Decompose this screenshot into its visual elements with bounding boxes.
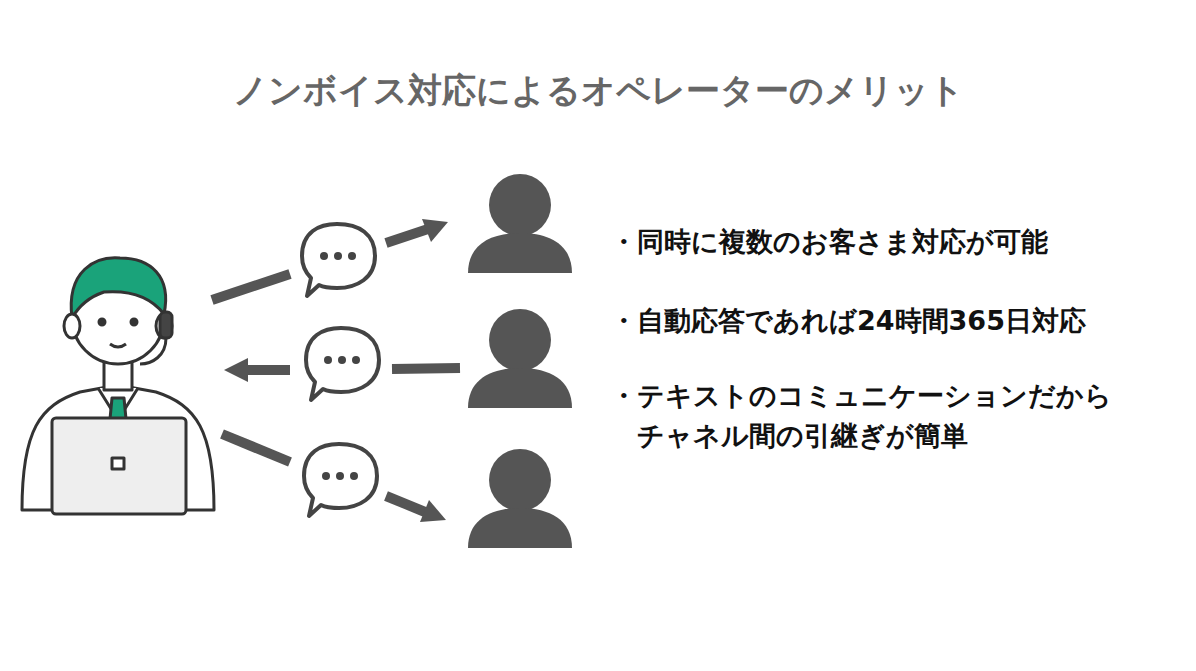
benefit-text: ・同時に複数のお客さま対応が可能 — [610, 222, 1170, 262]
customer-icon — [468, 174, 572, 273]
customer-icon — [468, 309, 572, 408]
message-arrows — [212, 219, 460, 522]
speech-bubble — [302, 224, 375, 296]
speech-bubble — [306, 328, 379, 400]
benefit-text: ・テキストのコミュニケーションだから チャネル間の引継ぎが簡単 — [610, 376, 1170, 456]
title: ノンボイス対応によるオペレーターのメリット — [0, 68, 1196, 114]
benefit-text: ・自動応答であれば24時間365日対応 — [610, 301, 1170, 341]
speech-bubble — [304, 444, 377, 516]
customer-icon — [468, 449, 572, 548]
operator-figure — [22, 258, 214, 514]
